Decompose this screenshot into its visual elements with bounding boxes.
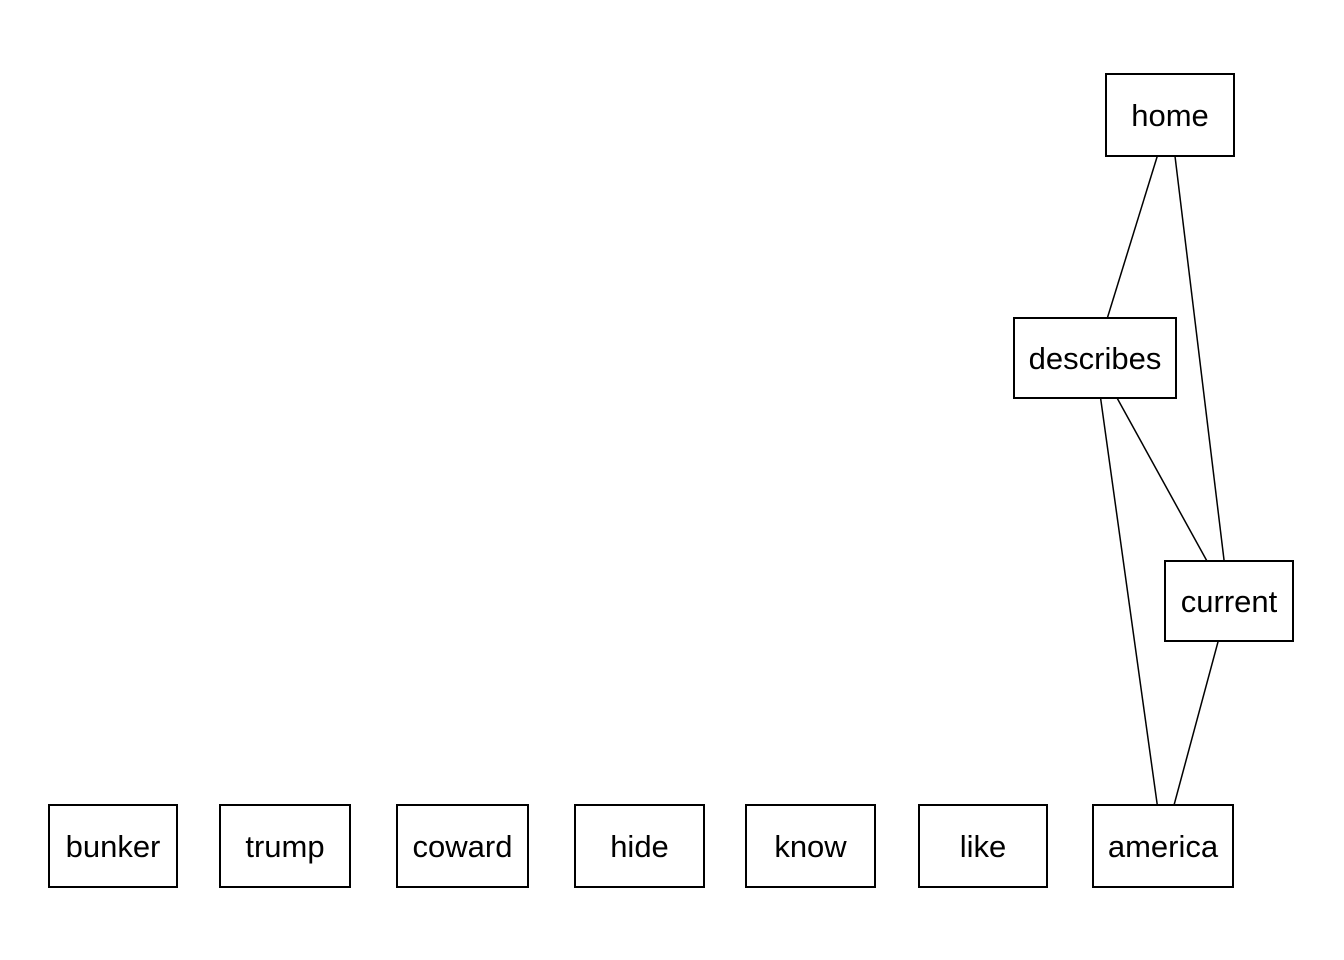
node-current: current bbox=[1164, 560, 1294, 642]
edge-home-current bbox=[1169, 114, 1230, 602]
node-home: home bbox=[1105, 73, 1235, 157]
edge-describes-america bbox=[1094, 357, 1164, 847]
node-like: like bbox=[918, 804, 1048, 888]
node-america: america bbox=[1092, 804, 1234, 888]
node-describes: describes bbox=[1013, 317, 1177, 399]
node-know: know bbox=[745, 804, 876, 888]
node-hide: hide bbox=[574, 804, 705, 888]
node-bunker: bunker bbox=[48, 804, 178, 888]
node-coward: coward bbox=[396, 804, 529, 888]
node-trump: trump bbox=[219, 804, 351, 888]
